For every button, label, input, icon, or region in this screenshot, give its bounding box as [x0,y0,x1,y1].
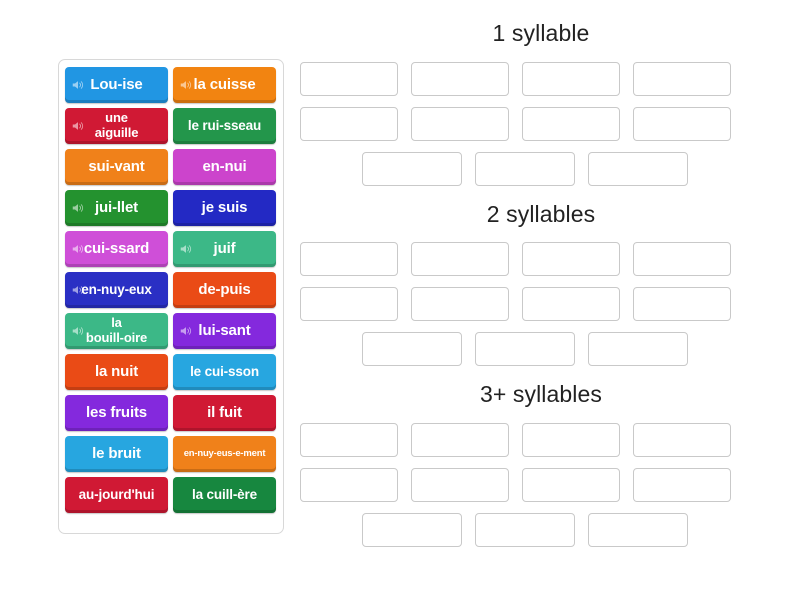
drop-slot[interactable] [522,468,620,502]
word-tile[interactable]: en-nui [173,149,276,185]
word-tile[interactable]: en-nuy-eux [65,272,168,308]
drop-slot[interactable] [411,468,509,502]
drop-slot[interactable] [411,62,509,96]
word-tile-label: il fuit [207,404,242,422]
word-tile-label: sui-vant [88,158,145,176]
drop-slot[interactable] [411,242,509,276]
syllable-group: 1 syllable [300,20,770,186]
word-tile[interactable]: la cuill-ère [173,477,276,513]
word-tile[interactable]: le rui-sseau [173,108,276,144]
word-tile[interactable]: de-puis [173,272,276,308]
word-tile[interactable]: en-nuy-eus-e-ment [173,436,276,472]
word-tile[interactable]: je suis [173,190,276,226]
drop-slot[interactable] [522,242,620,276]
word-tile[interactable]: juif [173,231,276,267]
word-tile[interactable]: au-jourd'hui [65,477,168,513]
word-tile[interactable]: sui-vant [65,149,168,185]
drop-slot-row [300,513,770,547]
word-tile-label: le cui-sson [190,364,259,380]
drop-slot[interactable] [300,287,398,321]
word-tile-label: Lou-ise [90,76,143,94]
word-tile[interactable]: cui-ssard [65,231,168,267]
drop-slot[interactable] [362,332,462,366]
drop-slot-row [300,242,770,276]
word-tile-label: en-nuy-eux [81,282,152,298]
drop-slot[interactable] [300,107,398,141]
syllable-group: 3+ syllables [300,381,770,547]
drop-slot[interactable] [588,152,688,186]
word-tile[interactable]: la bouill-oire [65,313,168,349]
drop-slot[interactable] [522,423,620,457]
drop-slot[interactable] [362,513,462,547]
word-tile[interactable]: il fuit [173,395,276,431]
drop-slot-row [300,332,770,366]
drop-slot[interactable] [300,62,398,96]
drop-slot-row [300,468,770,502]
drop-slot[interactable] [588,332,688,366]
word-tile-label: la nuit [94,363,139,381]
drop-slot[interactable] [633,107,731,141]
word-tile[interactable]: jui-llet [65,190,168,226]
drop-slot[interactable] [633,242,731,276]
group-title: 3+ syllables [479,381,603,407]
word-tile[interactable]: la nuit [65,354,168,390]
word-tile-label: le bruit [92,445,141,463]
drop-slot[interactable] [300,468,398,502]
drop-slot-row [300,152,770,186]
syllable-group: 2 syllables [300,201,770,366]
drop-slot[interactable] [300,242,398,276]
drop-slot[interactable] [522,107,620,141]
word-tile-label: une aiguille [94,110,139,140]
word-tile-label: la cuisse [193,76,256,94]
drop-slot[interactable] [633,287,731,321]
drop-slot[interactable] [475,332,575,366]
drop-slot[interactable] [362,152,462,186]
word-tile-label: cui-ssard [83,240,150,258]
group-title: 1 syllable [492,20,590,46]
word-tile[interactable]: une aiguille [65,108,168,144]
drop-slot[interactable] [588,513,688,547]
drop-slot-row [300,423,770,457]
word-tile[interactable]: le bruit [65,436,168,472]
drop-slot-row [300,107,770,141]
word-tile-label: je suis [201,199,248,217]
word-tile-label: juif [213,240,236,258]
word-tile-label: en-nuy-eus-e-ment [183,448,266,460]
drop-slot[interactable] [300,423,398,457]
word-tile-label: de-puis [198,281,251,299]
word-tile-label: la cuill-ère [192,487,257,503]
drop-zone-groups: 1 syllable 2 syllables 3+ syllables [300,20,770,562]
drop-slot[interactable] [633,62,731,96]
word-tile-label: lui-sant [198,322,251,340]
drop-slot[interactable] [633,423,731,457]
drop-slot[interactable] [633,468,731,502]
word-tile-label: les fruits [85,404,148,422]
word-tile-label: jui-llet [95,199,138,217]
word-tile[interactable]: les fruits [65,395,168,431]
word-tile-label: le rui-sseau [187,118,262,134]
word-tile-label: en-nui [202,158,247,176]
drop-slot[interactable] [475,513,575,547]
word-tile-tray: Lou-ise la cuisse une aiguille le rui-sseau… [58,59,284,534]
drop-slot[interactable] [411,107,509,141]
word-tile[interactable]: la cuisse [173,67,276,103]
drop-slot[interactable] [475,152,575,186]
word-tile-label: au-jourd'hui [78,487,155,503]
group-title: 2 syllables [486,201,596,227]
drop-slot[interactable] [522,287,620,321]
drop-slot-row [300,287,770,321]
word-tile[interactable]: Lou-ise [65,67,168,103]
word-tile[interactable]: le cui-sson [173,354,276,390]
drop-slot[interactable] [411,423,509,457]
drop-slot-row [300,62,770,96]
word-tile[interactable]: lui-sant [173,313,276,349]
word-tile-label: la bouill-oire [85,315,148,345]
drop-slot[interactable] [411,287,509,321]
drop-slot[interactable] [522,62,620,96]
